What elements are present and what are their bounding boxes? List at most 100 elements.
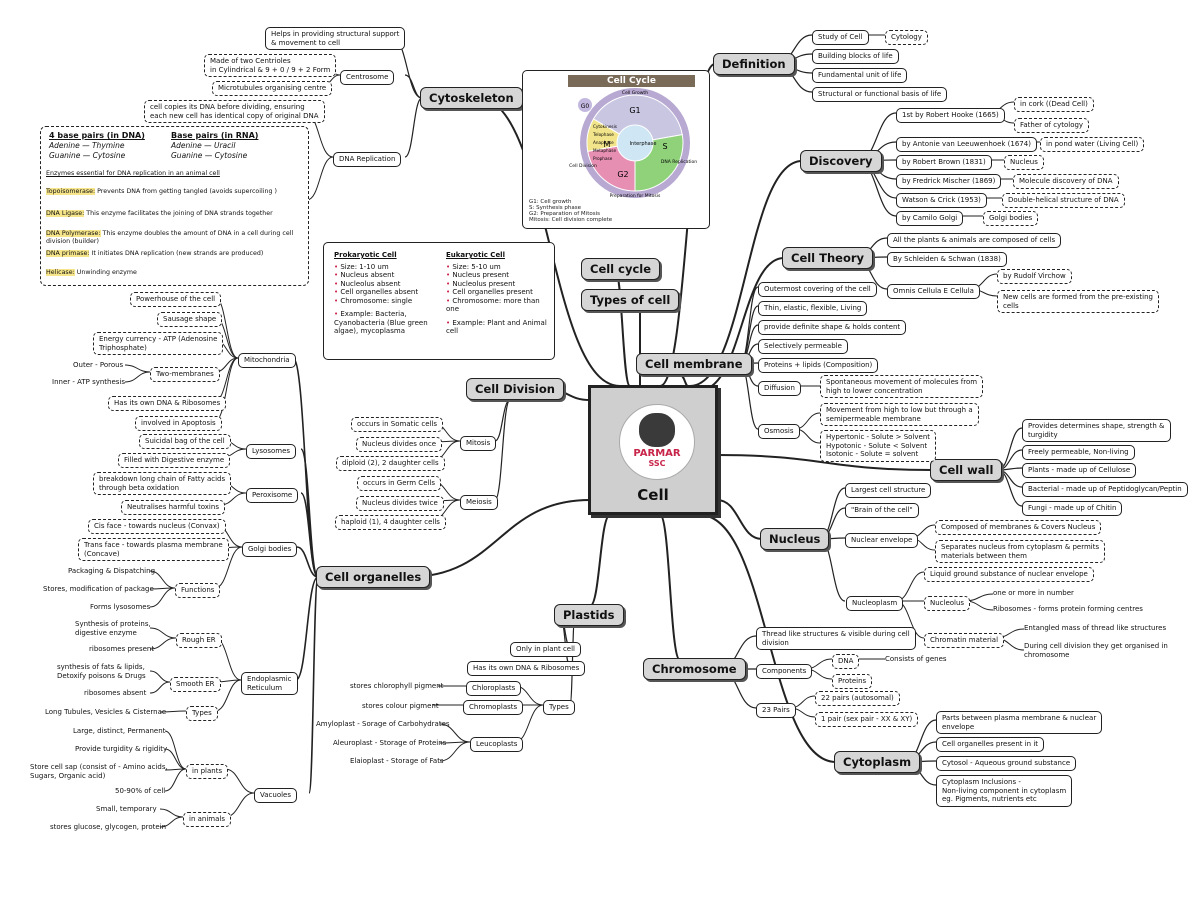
- enzyme-desc: It initiates DNA replication (new strand…: [89, 250, 264, 257]
- in-animals-node: in animals: [183, 812, 231, 827]
- aleuroplast: Aleuroplast - Storage of Proteins: [333, 739, 447, 747]
- osmosis-node: Osmosis: [758, 424, 800, 439]
- mitochondria-node: Mitochondria: [238, 353, 296, 368]
- parmar-logo: PARMAR SSC: [619, 404, 695, 480]
- enzymes-heading: Enzymes essential for DNA replication in…: [46, 170, 220, 177]
- plas-types: [569, 614, 576, 706]
- eu-item-5: • Chromosome: more than one: [446, 296, 540, 314]
- enzyme-name: DNA Polymerase:: [46, 230, 101, 237]
- eu-item-1: • Size: 5-10 um: [446, 262, 501, 271]
- animals-1: [159, 816, 184, 828]
- logo-brand: PARMAR: [633, 448, 681, 459]
- meiosis-item-2: Nucleus divides twice: [356, 496, 444, 511]
- cell-cycle-legend-1: G1: Cell growth: [529, 199, 572, 205]
- enzyme-desc: Prevents DNA from getting tangled (avoid…: [95, 188, 277, 195]
- eu-example-text: Example: Plant and Animal cell: [446, 318, 547, 336]
- enzyme-name: DNA Ligase:: [46, 210, 85, 217]
- center-to-plastids: [589, 514, 611, 607]
- plastids-own-dna: Has its own DNA & Ribosomes: [467, 661, 586, 676]
- pro-item-2: • Nucleus absent: [334, 271, 395, 279]
- enzyme-name: DNA primase:: [46, 250, 90, 257]
- chromatin-during: During cell division they get organised …: [1024, 642, 1168, 659]
- nucleus-largest: Largest cell structure: [845, 483, 932, 498]
- hub-cell-membrane: Cell membrane: [636, 353, 752, 375]
- peroxisome-node: Peroxisome: [246, 488, 299, 503]
- hub-cell-organelles: Cell organelles: [316, 566, 431, 588]
- dna-pairs-heading: 4 base pairs (in DNA): [49, 131, 145, 140]
- cytoplasm-item-1: Parts between plasma membrane & nuclear …: [936, 711, 1103, 734]
- wall-item-3: Plants - made up of Cellulose: [1022, 463, 1137, 478]
- smooth-item-1: synthesis of fats & lipids, Detoxify poi…: [57, 663, 146, 680]
- lion-head-icon: [639, 413, 675, 447]
- membrane-item-1: Outermost covering of the cell: [758, 282, 877, 297]
- meiosis-node: Meiosis: [460, 495, 498, 510]
- phase-label: G1: [629, 106, 640, 115]
- phase-label: G2: [617, 170, 628, 179]
- meiosis-item-3: haploid (1), 4 daughter cells: [335, 515, 446, 530]
- chromatin-entangled: Entangled mass of thread like structures: [1024, 624, 1167, 632]
- chromosome-dna: DNA: [832, 654, 860, 669]
- dna-pair-1: Adenine — Thymine: [49, 141, 125, 150]
- diffusion-node: Diffusion: [758, 381, 801, 396]
- hub-types-of-cell: Types of cell: [581, 289, 680, 311]
- org-trunk-1: [300, 448, 319, 578]
- mito-outer: Outer - Porous: [73, 361, 124, 369]
- dna-replication-box: 4 base pairs (in DNA) Base pairs (in RNA…: [40, 126, 309, 286]
- rough-item-1: Synthesis of proteins, digestive enzyme: [75, 620, 151, 637]
- leuco-2: [439, 741, 471, 762]
- types-item: [159, 710, 187, 713]
- er-types-item: Long Tubules, Vesicles & Cisternae: [45, 708, 167, 716]
- mito-item-1: Powerhouse of the cell: [130, 292, 222, 307]
- theory-omnis: Omnis Cellula E Cellula: [887, 284, 980, 299]
- enzyme-primase: DNA primase: It initiates DNA replicatio…: [46, 250, 263, 258]
- prokaryotic-title: Prokaryotic Cell: [334, 251, 397, 259]
- cell-cycle-legend-3: G2: Preparation of Mitosis: [529, 211, 600, 217]
- types-of-cell-panel: Prokaryotic Cell • Size: 1-10 um • Nucle…: [323, 242, 555, 360]
- membrane-item-5: Proteins + lipids (Composition): [758, 358, 879, 373]
- plastids-only: Only in plant cell: [510, 642, 581, 657]
- cytoplasm-item-2: Cell organelles present in it: [936, 737, 1045, 752]
- org-trunk-5: [308, 576, 319, 794]
- chloroplasts-node: Chloroplasts: [466, 681, 522, 696]
- logo-sub: SSC: [648, 459, 666, 468]
- centrioles-node: Made of two Centrioles in Cylindrical & …: [204, 54, 337, 77]
- stores-chlorophyll: stores chlorophyll pigment: [350, 682, 444, 690]
- membrane-item-2: Thin, elastic, flexible, Living: [758, 301, 868, 316]
- chromatin-node: Chromatin material: [924, 633, 1005, 648]
- definition-item-3: Fundamental unit of life: [812, 68, 908, 83]
- org-trunk-4: [295, 576, 319, 681]
- eu-example: • Example: Plant and Animal cell: [446, 318, 547, 336]
- hub-chromosome: Chromosome: [643, 658, 746, 680]
- cytology-node: Cytology: [885, 30, 928, 45]
- plant-item-1: Large, distinct, Permanent: [73, 727, 166, 735]
- theory-new-cells: New cells are formed from the pre-existi…: [997, 290, 1159, 313]
- chromosome-thread: Thread like structures & visible during …: [756, 627, 916, 650]
- enzyme-name: Helicase:: [46, 269, 75, 276]
- chromoplasts-node: Chromoplasts: [463, 700, 524, 715]
- centrosome-node: Centrosome: [340, 70, 395, 85]
- phase-label: S: [662, 142, 667, 151]
- enzyme-desc: This enzyme facilitates the joining of D…: [84, 210, 273, 217]
- smooth-2: [149, 681, 171, 694]
- theory-virchow: by Rudolf Virchow: [997, 269, 1072, 284]
- rough-2: [149, 637, 177, 650]
- func-item-3: Forms lysosomes: [90, 603, 151, 611]
- mitosis-node: Mitosis: [460, 436, 497, 451]
- chromosome-proteins: Proteins: [832, 674, 873, 689]
- g1-wedge: [592, 94, 683, 144]
- wall-item-1: Provides determines shape, strength & tu…: [1022, 419, 1171, 442]
- func-item-2: Stores, modification of package: [43, 585, 154, 593]
- center-to-nucleus: [716, 499, 763, 540]
- ring-label-prep: Preparation for Mitosis: [610, 193, 661, 199]
- hub-nucleus: Nucleus: [760, 528, 830, 550]
- m-subphase-label: Anaphase: [593, 140, 614, 145]
- rough-1: [149, 627, 177, 639]
- central-cell-node: PARMAR SSC Cell: [588, 385, 718, 515]
- func-2: [149, 587, 176, 608]
- tonicity-node: Hypertonic - Solute > Solvent Hypotonic …: [820, 430, 937, 462]
- nuclear-envelope-node: Nuclear envelope: [845, 533, 919, 548]
- discovery-hooke: 1st by Robert Hooke (1665): [896, 108, 1005, 123]
- leuco-0: [439, 723, 471, 743]
- mito-item-5: Has its own DNA & Ribosomes: [108, 396, 227, 411]
